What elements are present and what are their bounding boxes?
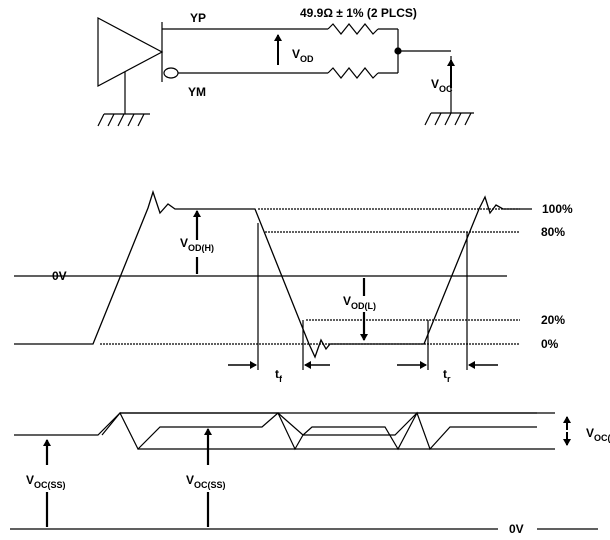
- common-zero-label: 0V: [509, 522, 524, 536]
- driver-ground-hatch: [97, 113, 145, 127]
- yp-label: YP: [190, 11, 206, 25]
- voc-label: VOC: [431, 77, 453, 94]
- t-rise-label: tr: [443, 367, 451, 384]
- voc-pp-label: VOC(PP): [586, 426, 610, 443]
- resistor-top: [327, 23, 379, 35]
- differential-waveform: [14, 189, 532, 359]
- resistor-note: 49.9Ω ± 1% (2 PLCS): [300, 6, 417, 20]
- level-0-label: 0%: [541, 337, 559, 351]
- level-80-label: 80%: [541, 225, 565, 239]
- t-fall-label: tf: [275, 367, 283, 384]
- vod-low-label: VOD(L): [343, 294, 376, 311]
- driver-triangle: [97, 17, 164, 87]
- circuit-section: [97, 17, 474, 127]
- ym-label: YM: [188, 85, 206, 99]
- common-mode-trace-lower: [101, 411, 537, 451]
- inversion-bubble: [163, 67, 179, 79]
- level-100-label: 100%: [542, 202, 573, 216]
- voc-ss-left-label: VOC(SS): [26, 473, 66, 490]
- common-mode-section: [10, 411, 598, 530]
- zero-volt-label: 0V: [52, 269, 67, 283]
- voc-ss-mid-label: VOC(SS): [186, 473, 226, 490]
- level-20-label: 20%: [541, 313, 565, 327]
- common-mode-trace-upper: [14, 412, 537, 436]
- differential-waveform-section: [14, 189, 532, 370]
- vod-label: VOD: [292, 47, 314, 64]
- resistor-bottom: [327, 67, 379, 79]
- vod-high-label: VOD(H): [180, 236, 214, 253]
- voc-ground-hatch: [424, 112, 472, 126]
